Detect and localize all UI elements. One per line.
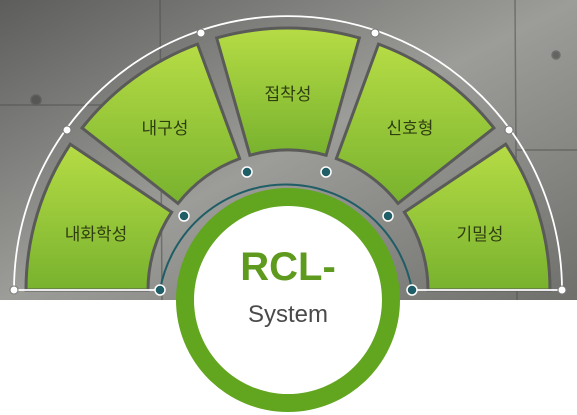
outer-node-6 (557, 285, 567, 295)
center-title: RCL- (240, 245, 336, 289)
segment-label-adhesion: 접착성 (265, 85, 312, 105)
outer-node-2 (62, 125, 72, 135)
outer-node-5 (504, 125, 514, 135)
segment-label-chemical-resistance: 내화학성 (65, 225, 128, 245)
segments-group (24, 26, 552, 292)
segment-signal (334, 42, 497, 206)
inner-node-4 (320, 166, 332, 178)
inner-node-2 (178, 210, 190, 222)
inner-node-6 (406, 284, 418, 296)
inner-node-1 (154, 284, 166, 296)
outer-node-1 (9, 285, 19, 295)
segment-durability (79, 42, 242, 206)
inner-node-3 (241, 166, 253, 178)
outer-node-3 (196, 28, 206, 38)
segment-label-signal: 신호형 (387, 119, 434, 139)
segment-label-airtightness: 기밀성 (457, 225, 504, 245)
segment-label-durability: 내구성 (142, 119, 189, 139)
segment-adhesion (214, 26, 362, 158)
inner-node-5 (382, 210, 394, 222)
inner-arc-track (159, 183, 413, 291)
outer-node-4 (370, 28, 380, 38)
outer-nodes (9, 28, 567, 295)
inner-nodes (154, 166, 418, 296)
segment-chemical-resistance (24, 142, 174, 292)
center-disc (194, 206, 382, 394)
outer-arc-track (13, 15, 563, 291)
center-subtitle: System (248, 301, 328, 328)
